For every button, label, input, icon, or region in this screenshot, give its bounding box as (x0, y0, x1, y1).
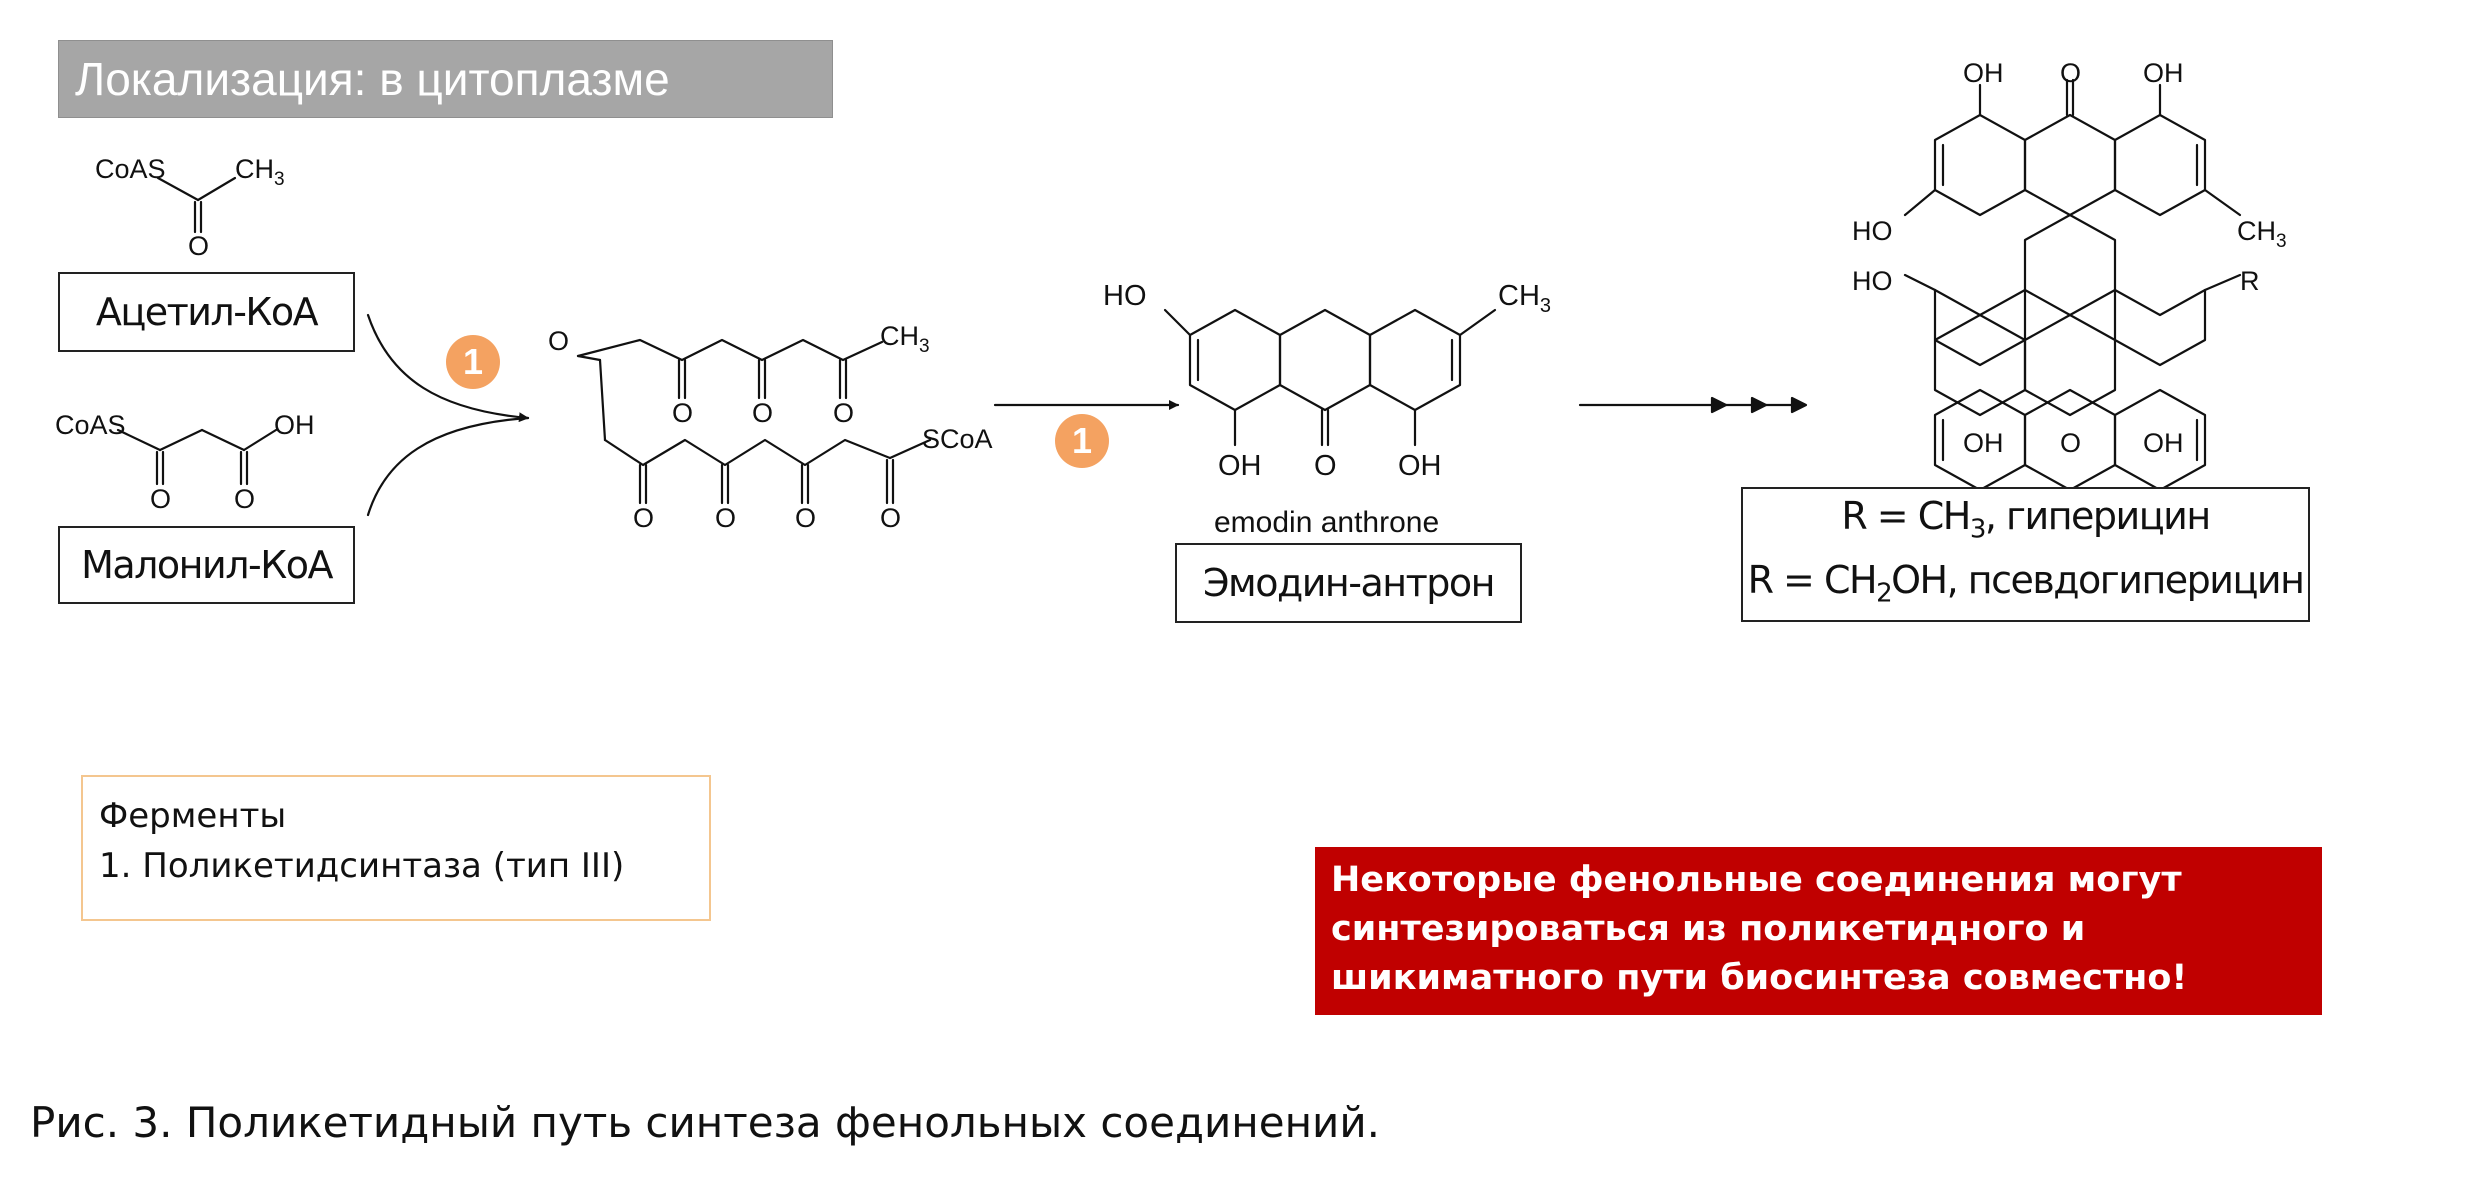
note-line: синтезироваться из поликетидного и (1331, 909, 2086, 949)
polyketide-o-label: O (880, 503, 901, 533)
emodin-o-label: O (1314, 450, 1337, 482)
hypericin-ch3-label: CH3 (2237, 216, 2287, 252)
emodin-anthrone-label: Эмодин-антрон (1203, 561, 1495, 605)
emodin-oh-label: OH (1398, 450, 1442, 482)
hypericin-oh-label: OH (2143, 428, 2184, 458)
malonyl-oh-label: OH (274, 410, 315, 440)
acetyl-merge-arrow (366, 313, 530, 423)
multi-step-arrow (1578, 396, 1808, 414)
figure-caption: Рис. 3. Поликетидный путь синтеза феноль… (30, 1098, 1380, 1147)
emodin-ch3-label: CH3 (1498, 280, 1551, 317)
polyketide-o-label: O (833, 398, 854, 428)
hypericin-oh-label: OH (2143, 58, 2184, 88)
polyketide-chain-structure (576, 338, 932, 505)
emodin-ho-label: HO (1103, 280, 1147, 312)
emodin-anthrone-structure (1163, 308, 1497, 447)
enzymes-title: Ферменты (99, 796, 287, 836)
malonyl-o2-label: O (234, 484, 255, 514)
acetyl-coas-label: CoAS (95, 154, 166, 184)
hypericin-line: R = CH3, гиперицин (1841, 493, 2211, 545)
note-box: Некоторые фенольные соединения могут син… (1315, 847, 2322, 1015)
malonyl-coas-label: CoAS (55, 410, 126, 440)
hypericin-o-label: O (2060, 58, 2081, 88)
hypericin-r-label: R (2240, 266, 2260, 296)
malonyl-coa-label: Малонил-КоА (81, 543, 333, 587)
hypericin-ho-label: HO (1852, 216, 1893, 246)
polyketide-o-label: O (795, 503, 816, 533)
acetyl-ch3-label: CH3 (235, 154, 285, 190)
hypericin-oh-label: OH (1963, 58, 2004, 88)
acetyl-coa-structure (156, 176, 237, 234)
polyketide-o-label: O (672, 398, 693, 428)
polyketide-scoa-label: SCoA (922, 424, 993, 454)
localization-banner: Локализация: в цитоплазме (58, 40, 833, 118)
hypericin-box: R = CH3, гиперицин R = CH2OH, псевдогипе… (1741, 487, 2310, 622)
polyketide-o-label: O (752, 398, 773, 428)
acetyl-coa-label: Ацетил-КоА (95, 290, 319, 334)
emodin-oh-label: OH (1218, 450, 1262, 482)
enzymes-box: Ферменты 1. Поликетидсинтаза (тип III) (81, 775, 711, 921)
note-line: Некоторые фенольные соединения могут (1331, 860, 2182, 900)
malonyl-coa-structure (116, 428, 278, 486)
polyketide-o-label: O (633, 503, 654, 533)
hypericin-ho-label: HO (1852, 266, 1893, 296)
enzyme-item: 1. Поликетидсинтаза (тип III) (99, 846, 625, 886)
malonyl-o1-label: O (150, 484, 171, 514)
note-line: шикиматного пути биосинтеза совместно! (1331, 958, 2188, 998)
malonyl-coa-box: Малонил-КоА (58, 526, 355, 604)
emodin-anthrone-name: emodin anthrone (1214, 506, 1439, 539)
acetyl-coa-box: Ацетил-КоА (58, 272, 355, 352)
polyketide-o-label: O (548, 326, 569, 356)
emodin-anthrone-box: Эмодин-антрон (1175, 543, 1522, 623)
pseudohypericin-line: R = CH2OH, псевдогиперицин (1747, 557, 2305, 609)
step-badge: 1 (1055, 414, 1109, 468)
hypericin-oh-label: OH (1963, 428, 2004, 458)
hypericin-structure (1903, 78, 2242, 527)
acetyl-o-label: O (188, 231, 209, 261)
malonyl-merge-arrow (366, 416, 530, 517)
polyketide-o-label: O (715, 503, 736, 533)
polyketide-ch3-label: CH3 (880, 321, 930, 357)
hypericin-o-label: O (2060, 428, 2081, 458)
step-badge: 1 (446, 335, 500, 389)
